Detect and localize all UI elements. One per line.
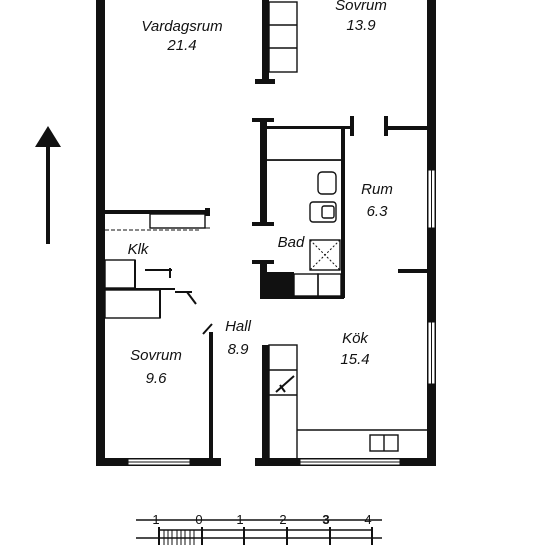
scale-label-1-left: 1 <box>152 512 159 527</box>
scale-label-3: 3 <box>322 512 329 527</box>
wall-rum-top <box>384 126 430 130</box>
scale-label-2: 2 <box>279 512 286 527</box>
wall-kok-left <box>262 345 269 465</box>
wall-bad-top <box>260 126 352 129</box>
wall-sovrum-left <box>262 0 269 84</box>
room-area-sovrum-top: 13.9 <box>346 17 376 34</box>
room-name-sovrum-bottom: Sovrum <box>130 347 182 364</box>
room-name-klk: Klk <box>128 241 150 258</box>
wardrobe <box>268 1 298 73</box>
scale-bar: 1 0 1 2 3 4 <box>136 512 382 545</box>
bathroom-fixtures <box>262 159 342 298</box>
wall-vardagsrum-bottom <box>105 210 208 214</box>
room-labels: Vardagsrum 21.4 Sovrum 13.9 Rum 6.3 Bad … <box>128 0 393 387</box>
windows <box>127 169 436 466</box>
boiler <box>262 272 294 298</box>
scale-label-4: 4 <box>364 512 371 527</box>
north-arrow-icon <box>35 126 61 244</box>
room-name-rum: Rum <box>361 181 393 198</box>
scale-label-1: 1 <box>236 512 243 527</box>
kitchen-tall-cabinet <box>268 344 298 464</box>
room-name-bad: Bad <box>278 234 305 251</box>
wall-bad-bottom <box>260 296 344 299</box>
washer-1 <box>293 273 319 297</box>
room-name-sovrum-top: Sovrum <box>335 0 387 14</box>
doors <box>202 323 213 335</box>
left-exterior-wall <box>96 0 105 466</box>
washer-2 <box>317 273 342 297</box>
wall-hall-left <box>209 332 213 460</box>
scale-label-0: 0 <box>195 512 202 527</box>
toilet <box>309 201 337 223</box>
room-name-vardagsrum: Vardagsrum <box>141 18 222 35</box>
wall-rum-kok <box>398 269 430 273</box>
shower <box>309 239 341 271</box>
room-area-hall: 8.9 <box>228 341 250 358</box>
room-name-kok: Kök <box>342 330 369 347</box>
room-name-hall: Hall <box>225 318 252 335</box>
wall-bad-right <box>341 128 345 298</box>
room-area-vardagsrum: 21.4 <box>166 37 196 54</box>
closet-fixtures <box>104 213 210 319</box>
wall-bad-left <box>260 120 267 226</box>
right-exterior-wall <box>427 0 436 466</box>
room-area-sovrum-bottom: 9.6 <box>146 370 168 387</box>
room-area-rum: 6.3 <box>367 203 389 220</box>
room-area-kok: 15.4 <box>340 351 369 368</box>
kitchen-fixtures <box>268 344 427 464</box>
washbasin <box>317 171 337 195</box>
interior-walls <box>105 0 430 465</box>
